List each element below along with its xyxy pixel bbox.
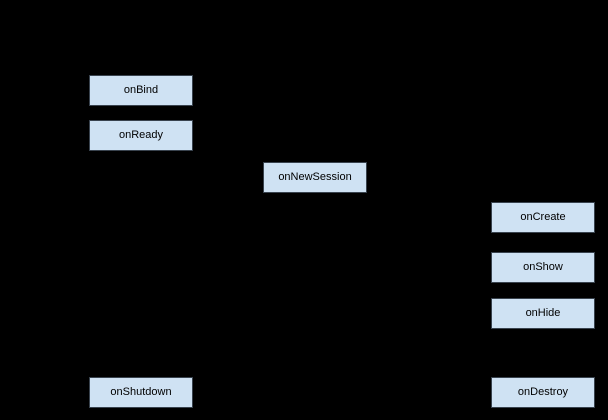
node-onshutdown: onShutdown [89, 377, 193, 408]
node-onhide: onHide [491, 298, 595, 329]
node-onnewsession: onNewSession [263, 162, 367, 193]
node-onbind: onBind [89, 75, 193, 106]
node-onshow: onShow [491, 252, 595, 283]
node-oncreate: onCreate [491, 202, 595, 233]
node-onready: onReady [89, 120, 193, 151]
node-ondestroy: onDestroy [491, 377, 595, 408]
